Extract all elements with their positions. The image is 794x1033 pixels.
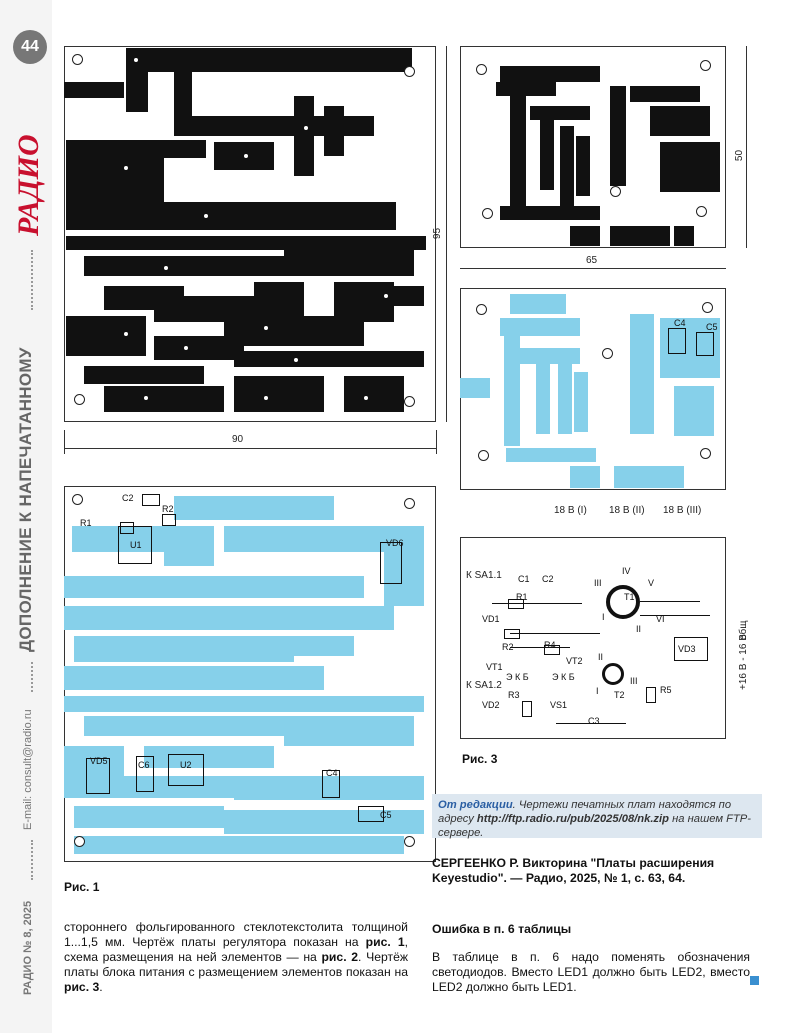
body-text-part: . Чертёж платы блока питания с размещени… [64, 950, 408, 979]
fig3-label-c1: C1 [518, 574, 530, 584]
editor-note-url[interactable]: http://ftp.radio.ru/pub/2025/08/nk.zip [476, 813, 669, 825]
fig2-label-c4: C4 [674, 318, 686, 328]
fig3-schematic-board [460, 537, 726, 739]
fig3-label-c2: C2 [542, 574, 554, 584]
section-title: ДОПОЛНЕНИЕ К НАПЕЧАТАННОМУ [16, 347, 35, 652]
page-margin-strip [0, 0, 52, 1033]
fig1-label-vd5: VD5 [90, 756, 108, 766]
fig1-label-u1: U1 [130, 540, 142, 550]
margin-divider [31, 250, 36, 310]
fig1-label-c2: C2 [122, 493, 134, 503]
fig2-label-c5: C5 [706, 322, 718, 332]
fig1-dimension-tick [436, 430, 437, 454]
fig3-label-r2: R2 [502, 642, 514, 652]
fig3-label-ksa11: К SA1.1 [466, 570, 502, 581]
editor-note: От редакции. Чертежи печатных плат наход… [438, 798, 762, 840]
fig3-label-winding-iv: IV [622, 566, 631, 576]
body-figure-ref: рис. 2 [321, 950, 359, 964]
editor-note-text-1: . Чертежи печатных плат находятся по адр… [438, 799, 732, 825]
fig1-label-r1: R1 [80, 518, 92, 528]
fig1-width-dimension: 90 [232, 434, 244, 445]
fig3-label-c3: C3 [588, 716, 600, 726]
fig2-pcb-placement [460, 288, 726, 490]
body-figure-ref: рис. 1 [365, 935, 405, 949]
fig3-label-r4: R4 [544, 640, 556, 650]
fig2-width-dimension-line [460, 268, 726, 269]
fig3-label-ksa12: К SA1.2 [466, 680, 502, 691]
body-paragraph: стороннего фольгированного стеклотекстол… [64, 920, 408, 995]
fig2-height-dimension: 50 [734, 149, 746, 162]
contact-email: E-mail: consult@radio.ru [22, 709, 34, 830]
fig3-label-vd2: VD2 [482, 700, 500, 710]
fig1-label-vd6: VD6 [386, 538, 404, 548]
magazine-logo: РАДИО [12, 134, 45, 236]
body-figure-ref: рис. 3 [64, 980, 100, 994]
editor-note-heading: От редакции [438, 799, 513, 811]
erratum-text: В таблице в п. 6 надо поменять обозначен… [432, 950, 750, 994]
fig1-height-dimension: 95 [432, 227, 444, 240]
fig3-label-t1: T1 [624, 592, 635, 602]
fig1-pcb-placement [64, 486, 436, 862]
fig1-label-u2: U2 [180, 760, 192, 770]
fig3-label-winding-i: I [602, 612, 605, 622]
fig1-height-dimension-line [446, 46, 447, 422]
fig3-label-vs1: VS1 [550, 700, 568, 710]
fig3-label-18v-2: 18 В (II) [609, 505, 645, 516]
margin-divider [31, 840, 36, 880]
editor-note-text-2: на нашем FTP-сервере. [438, 813, 751, 839]
margin-divider [31, 662, 36, 692]
fig3-label-winding-iii: III [594, 578, 602, 588]
fig3-label-t2: T2 [614, 690, 625, 700]
fig2-pcb-copper [460, 46, 726, 248]
body-text-part: . [99, 980, 103, 994]
fig3-label-vt1: VT1 [486, 662, 503, 672]
fig3-label-t2-winding-ii: II [598, 652, 604, 662]
body-text-part: , схема размещения на ней элементов — на [64, 935, 409, 964]
fig1-dimension-tick [64, 430, 65, 454]
fig3-label-r5: R5 [660, 685, 672, 695]
fig3-label-r3: R3 [508, 690, 520, 700]
fig3-label-vd3: VD3 [678, 644, 696, 654]
erratum-citation: СЕРГЕЕНКО Р. Викторина "Платы расширения… [432, 856, 715, 885]
fig3-label-vd1: VD1 [482, 614, 500, 624]
fig3-label-winding-ii: II [636, 624, 642, 634]
fig3-label-output-voltages: +16 В - 16 В [738, 634, 749, 690]
fig3-label-t2-winding-iii: III [630, 676, 638, 686]
fig1-label-r2: R2 [162, 504, 174, 514]
body-text-part: стороннего фольгированного стеклотекстол… [64, 920, 408, 949]
fig1-label-c4: C4 [326, 768, 338, 778]
fig1-label-c5: C5 [380, 810, 392, 820]
fig2-height-dimension-line [746, 46, 747, 248]
issue-label: РАДИО № 8, 2025 [22, 900, 34, 995]
fig3-label-winding-v: V [648, 578, 655, 588]
end-of-article-mark [750, 976, 759, 985]
editor-note-box [432, 794, 762, 838]
fig3-label-18v-1: 18 В (I) [554, 505, 587, 516]
fig3-label-output-common: общ [738, 620, 749, 640]
fig3-caption: Рис. 3 [462, 752, 498, 766]
fig3-label-vt2: VT2 [566, 656, 583, 666]
fig3-label-winding-vi: VI [656, 614, 665, 624]
fig3-label-r1: R1 [516, 592, 528, 602]
page-number: 44 [13, 30, 47, 64]
fig1-caption: Рис. 1 [64, 880, 100, 894]
fig3-label-18v-3: 18 В (III) [663, 505, 702, 516]
erratum-heading: Ошибка в п. 6 таблицы [432, 922, 572, 936]
fig1-pcb-copper [64, 46, 436, 422]
fig1-width-dimension-line [64, 448, 436, 449]
fig3-label-ekb-2: Э К Б [552, 672, 575, 682]
fig2-width-dimension: 65 [586, 255, 598, 266]
fig3-label-ekb-1: Э К Б [506, 672, 529, 682]
fig1-label-c6: C6 [138, 760, 150, 770]
fig3-label-t2-winding-i: I [596, 686, 599, 696]
